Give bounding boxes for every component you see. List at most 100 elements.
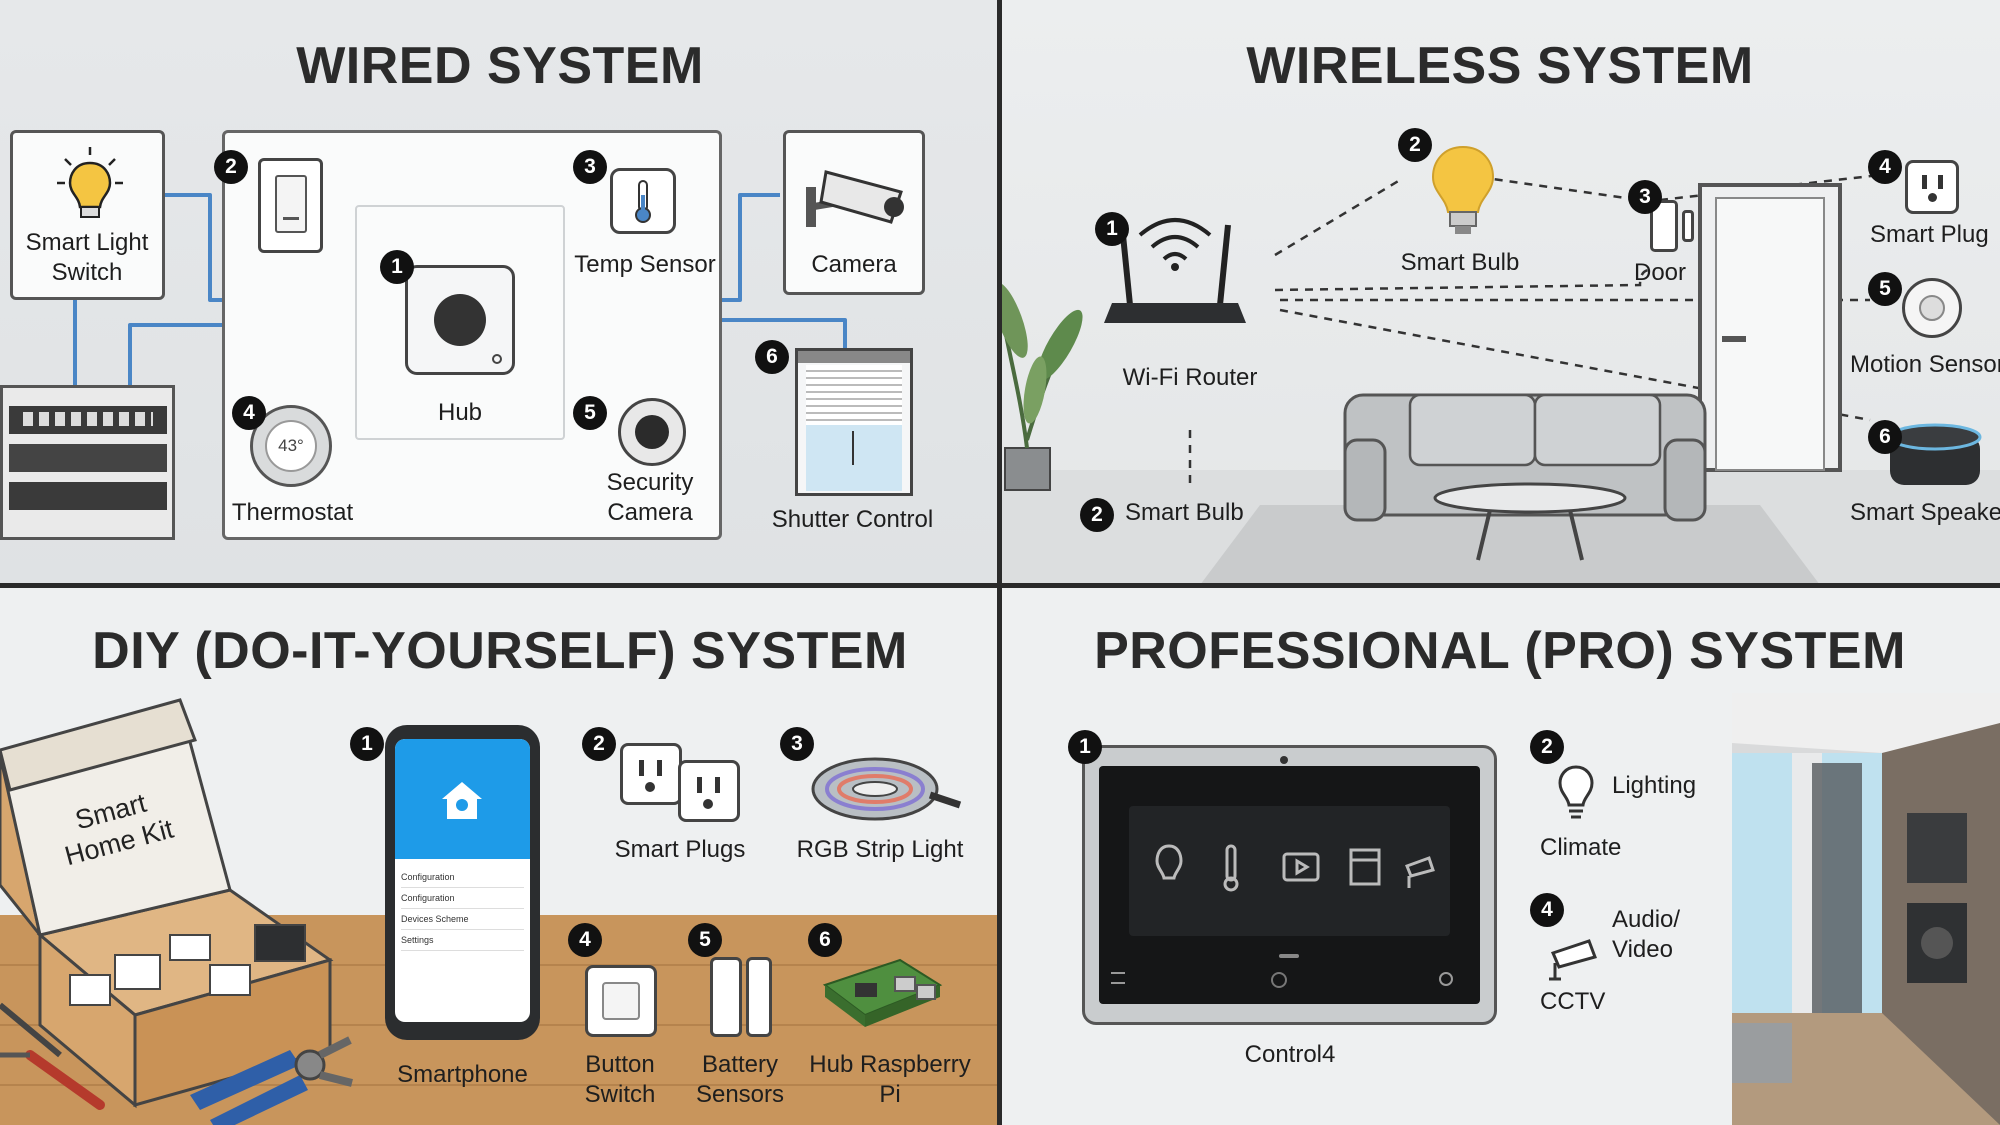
shutter-device bbox=[795, 348, 913, 496]
pro-system-panel: PROFESSIONAL (PRO) SYSTEM bbox=[1000, 585, 2000, 1125]
tools bbox=[0, 1002, 353, 1125]
wireless-badge-2: 2 bbox=[1398, 128, 1432, 162]
diy-title: DIY (DO-IT-YOURSELF) SYSTEM bbox=[92, 622, 908, 680]
security-camera-label: Security Camera bbox=[606, 469, 694, 526]
wired-title: WIRED SYSTEM bbox=[296, 37, 704, 95]
phone-menu-item[interactable]: Configuration bbox=[401, 867, 524, 888]
gear-icon[interactable] bbox=[1439, 972, 1453, 986]
diy-workbench-scene bbox=[0, 698, 1000, 1125]
smart-light-switch-label: Smart Light Switch bbox=[25, 229, 149, 286]
climate-label: Climate bbox=[1540, 834, 1622, 861]
wireless-title: WIRELESS SYSTEM bbox=[1246, 37, 1754, 95]
diy-badge-6: 6 bbox=[808, 923, 842, 957]
smart-home-kit-box bbox=[0, 698, 334, 1109]
smart-speaker-label: Smart Speaker bbox=[1850, 499, 2000, 526]
camera-card bbox=[783, 130, 925, 295]
door-illustration bbox=[1698, 183, 1842, 472]
motion-sensor-label: Motion Sensor bbox=[1850, 351, 2000, 378]
motion-sensor-icon bbox=[1902, 278, 1962, 338]
wired-system-panel: WIRED SYSTEM Smart Light Switch bbox=[0, 0, 1000, 585]
raspberry-pi-label: Hub Raspberry Pi bbox=[809, 1051, 971, 1108]
hub-inner-frame bbox=[355, 205, 565, 440]
button-switch-label: Button Switch bbox=[584, 1051, 656, 1108]
thermostat-label: Thermostat bbox=[231, 499, 354, 526]
cctv-label: CCTV bbox=[1540, 988, 1606, 1015]
smart-bulb-bottom-label: Smart Bulb bbox=[1125, 499, 1244, 526]
smart-plugs-label: Smart Plugs bbox=[614, 836, 746, 863]
smart-bulb-label: Smart Bulb bbox=[1400, 249, 1520, 276]
temp-sensor-label: Temp Sensor bbox=[574, 251, 716, 278]
wall-switch-icon bbox=[258, 158, 323, 253]
tablet-screen bbox=[1099, 756, 1480, 1004]
home-app-icon bbox=[442, 782, 482, 819]
camera-label: Camera bbox=[811, 251, 897, 278]
phone-menu-list: Configuration Configuration Devices Sche… bbox=[395, 859, 530, 959]
diy-badge-1: 1 bbox=[350, 727, 384, 761]
wifi-router-label: Wi-Fi Router bbox=[1122, 364, 1258, 391]
network-rack bbox=[0, 385, 175, 540]
tablet-control-icons bbox=[1155, 844, 1435, 892]
control4-label: Control4 bbox=[1244, 1041, 1336, 1068]
smart-plug-icon-1 bbox=[620, 743, 682, 805]
rgb-strip-icon bbox=[811, 757, 962, 821]
thermometer-icon bbox=[635, 180, 651, 223]
temp-sensor-device bbox=[610, 168, 676, 234]
wireless-badge-1: 1 bbox=[1095, 212, 1129, 246]
wireless-badge-6: 6 bbox=[1868, 420, 1902, 454]
wireless-badge-4: 4 bbox=[1868, 150, 1902, 184]
cctv-icon bbox=[1549, 939, 1597, 981]
phone-menu-item[interactable]: Devices Scheme bbox=[401, 909, 524, 930]
diy-badge-2: 2 bbox=[582, 727, 616, 761]
wireless-system-panel: WIRELESS SYSTEM bbox=[1000, 0, 2000, 585]
interior-room-scene bbox=[1732, 693, 2000, 1125]
button-switch-icon bbox=[585, 965, 657, 1037]
battery-sensor-icon-1 bbox=[710, 957, 742, 1037]
diy-badge-4: 4 bbox=[568, 923, 602, 957]
phone-screen: Configuration Configuration Devices Sche… bbox=[395, 739, 530, 1022]
battery-sensor-icon-2 bbox=[746, 957, 772, 1037]
hub-device bbox=[405, 265, 515, 375]
light-bulb-icon bbox=[57, 147, 123, 218]
diy-badge-3: 3 bbox=[780, 727, 814, 761]
smartphone-device: Configuration Configuration Devices Sche… bbox=[385, 725, 540, 1040]
phone-menu-item[interactable]: Settings bbox=[401, 930, 524, 951]
wired-badge-4: 4 bbox=[232, 396, 266, 430]
rgb-strip-label: RGB Strip Light bbox=[796, 836, 964, 863]
security-camera-device bbox=[618, 398, 686, 466]
menu-icon[interactable] bbox=[1111, 972, 1125, 984]
wireless-badge-3: 3 bbox=[1628, 180, 1662, 214]
wired-badge-2: 2 bbox=[214, 150, 248, 184]
smart-plug-icon bbox=[1905, 160, 1959, 214]
wired-badge-1: 1 bbox=[380, 250, 414, 284]
phone-menu-item[interactable]: Configuration bbox=[401, 888, 524, 909]
diy-badge-5: 5 bbox=[688, 923, 722, 957]
wired-badge-6: 6 bbox=[755, 340, 789, 374]
cctv-camera-icon bbox=[806, 170, 904, 227]
lighting-label: Lighting bbox=[1612, 772, 1697, 799]
pro-badge-2: 2 bbox=[1530, 730, 1564, 764]
pro-badge-4: 4 bbox=[1530, 893, 1564, 927]
vertical-divider bbox=[997, 0, 1002, 1125]
door-magnet-icon bbox=[1682, 210, 1694, 242]
smart-light-switch-card bbox=[10, 130, 165, 300]
battery-sensors-label: Battery Sensors bbox=[695, 1051, 785, 1108]
sofa-illustration bbox=[1343, 393, 1707, 561]
shutter-label: Shutter Control bbox=[771, 506, 934, 533]
smart-bulb-icon bbox=[1431, 145, 1495, 234]
control4-tablet bbox=[1082, 745, 1497, 1025]
hub-label: Hub bbox=[437, 399, 483, 426]
plant-decoration bbox=[1000, 282, 1083, 491]
wired-badge-3: 3 bbox=[573, 150, 607, 184]
wireless-badge-5: 5 bbox=[1868, 272, 1902, 306]
smartphone-label: Smartphone bbox=[397, 1061, 528, 1088]
diy-system-panel: DIY (DO-IT-YOURSELF) SYSTEM bbox=[0, 585, 1000, 1125]
raspberry-pi-icon bbox=[822, 958, 943, 1027]
thermostat-display: 43° bbox=[265, 420, 317, 472]
door-label: Door bbox=[1633, 259, 1687, 286]
pro-title: PROFESSIONAL (PRO) SYSTEM bbox=[1094, 622, 1906, 680]
pro-badge-1: 1 bbox=[1068, 730, 1102, 764]
wireless-badge-2b: 2 bbox=[1080, 498, 1114, 532]
tablet-home-button[interactable] bbox=[1271, 972, 1287, 988]
smart-speaker-illustration bbox=[1888, 423, 1982, 485]
smart-plug-icon-2 bbox=[678, 760, 740, 822]
